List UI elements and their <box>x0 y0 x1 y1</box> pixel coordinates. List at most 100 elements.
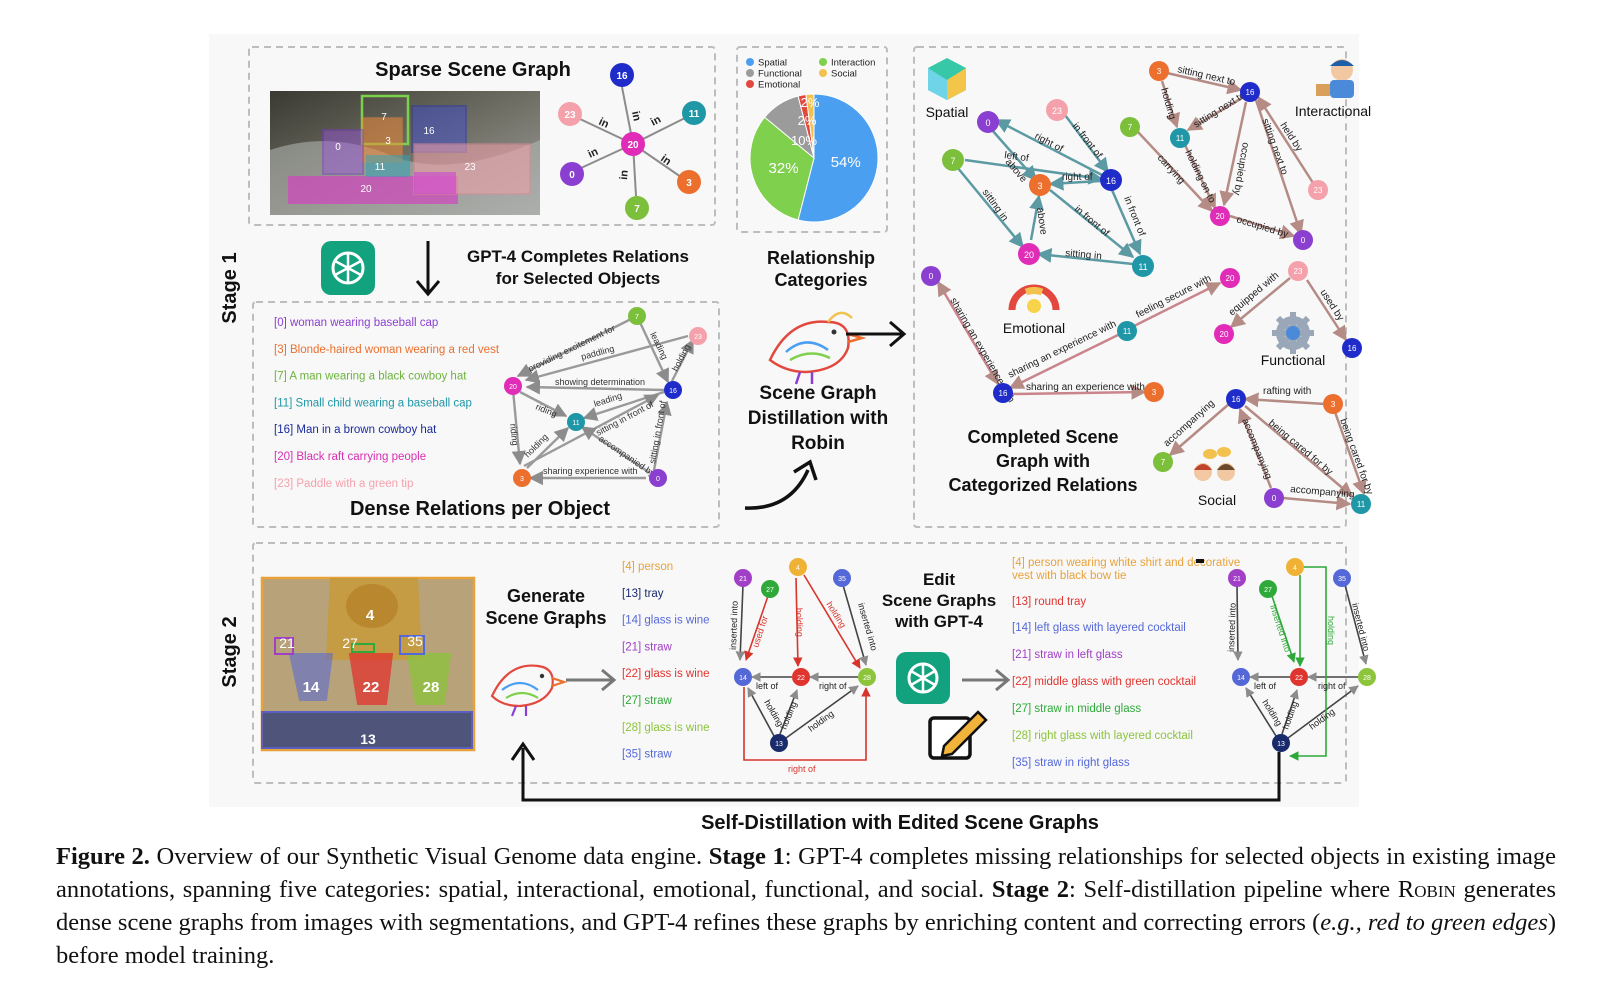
node-label: 27 <box>766 587 774 594</box>
edited-object-item: [14] left glass with layered cocktail <box>1012 622 1186 634</box>
edge-label: left of <box>1254 681 1277 691</box>
node <box>1288 261 1308 281</box>
node-label: 22 <box>1295 675 1303 682</box>
node <box>1046 99 1068 121</box>
edit-label-2: Scene Graphs <box>882 591 996 610</box>
edge-label: right of <box>1062 172 1093 183</box>
spatial-cube-icon <box>928 58 966 100</box>
node-label: 22 <box>797 675 805 682</box>
node <box>761 580 779 598</box>
node-label: 4 <box>1293 565 1297 572</box>
node-label: 23 <box>694 334 702 341</box>
robin-label-2: Distillation with <box>748 408 888 429</box>
node <box>664 381 682 399</box>
self-distill-loop-arrow <box>521 748 1281 802</box>
node <box>734 668 752 686</box>
caption-text: ) before model training. <box>56 909 1556 969</box>
node <box>1290 668 1308 686</box>
node <box>1272 734 1290 752</box>
node <box>1029 174 1051 196</box>
node <box>1149 61 1169 81</box>
dense-object-item: [0] woman wearing baseball cap <box>274 317 438 329</box>
completed-title: Completed Scene <box>967 427 1118 447</box>
edited-object-item: [13] round tray <box>1012 596 1086 608</box>
legend-swatch <box>746 80 754 88</box>
completed-title-3: Categorized Relations <box>948 475 1137 495</box>
stage2-label: Stage 2 <box>219 616 241 687</box>
completed-panel <box>913 46 1347 528</box>
figure-diagram: Stage 1 Stage 2 Sparse Scene Graph 7 3 1… <box>219 46 1376 834</box>
node <box>1264 488 1284 508</box>
node <box>1293 230 1313 250</box>
node <box>558 102 582 126</box>
generated-object-item: [4] person <box>622 561 673 573</box>
edge-label: sharing experience with <box>543 466 638 476</box>
node-label: 11 <box>1357 500 1366 509</box>
node <box>993 383 1013 403</box>
edge-label: in <box>618 169 631 180</box>
gpt-completes-label-2: for Selected Objects <box>496 269 660 288</box>
node-label: 27 <box>1264 587 1272 594</box>
category-emotional: Emotional <box>1003 320 1065 336</box>
generated-object-item: [13] tray <box>622 588 664 600</box>
node-label: 14 <box>739 675 747 682</box>
robin-label-3: Robin <box>791 433 845 454</box>
node-label: 14 <box>1237 675 1245 682</box>
node <box>1170 128 1190 148</box>
edit-label: Edit <box>923 570 955 589</box>
generate-label-2: Scene Graphs <box>485 608 606 628</box>
edited-object-item: [4] person wearing white shirt and decor… <box>1012 557 1240 582</box>
node-label: 23 <box>1052 106 1062 116</box>
sparse-panel <box>248 46 716 226</box>
node <box>792 668 810 686</box>
completed-title-2: Graph with <box>996 451 1090 471</box>
node <box>977 111 999 133</box>
node-label: 21 <box>739 576 747 583</box>
node-label: 0 <box>656 476 660 483</box>
node <box>649 469 667 487</box>
node <box>560 162 584 186</box>
edge-label: holding <box>1326 616 1336 645</box>
node-label: 23 <box>564 110 576 121</box>
robin-bird-icon <box>768 311 867 385</box>
image-label: 4 <box>366 607 375 624</box>
sparse-graph: in in in in in in 16 11 23 20 3 0 7 <box>558 63 706 220</box>
pie-value-label: 32% <box>769 160 799 177</box>
node <box>1232 668 1250 686</box>
image-label: 14 <box>303 679 320 696</box>
node-label: 20 <box>1220 330 1229 339</box>
edited-object-item: [27] straw in middle glass <box>1012 703 1141 715</box>
node-label: 3 <box>1152 388 1157 397</box>
node <box>1214 324 1234 344</box>
node <box>1342 338 1362 358</box>
generated-object-item: [27] straw <box>622 695 673 707</box>
legend-swatch <box>819 58 827 66</box>
edge-label: right of <box>819 681 847 691</box>
node-label: 7 <box>634 204 640 215</box>
edit-pencil-icon <box>928 710 988 760</box>
node-label: 11 <box>1138 262 1147 272</box>
node-label: 7 <box>950 156 955 166</box>
node-label: 7 <box>1161 458 1166 467</box>
node-label: 11 <box>572 420 579 427</box>
node <box>1144 382 1164 402</box>
node-label: 11 <box>1123 327 1132 336</box>
edge-label: inserted into <box>1226 603 1238 652</box>
node <box>1117 321 1137 341</box>
node <box>610 63 634 87</box>
robin-bird-icon <box>490 664 568 717</box>
pie-chart: 54%32%10%2%2% <box>749 93 879 223</box>
dense-title: Dense Relations per Object <box>350 498 610 520</box>
caption-text: : Self-distillation pipeline where <box>1068 876 1398 903</box>
image-label: 27 <box>342 635 358 651</box>
stage1-label: Stage 1 <box>219 252 241 323</box>
legend-swatch <box>746 58 754 66</box>
image-label: 21 <box>279 635 295 651</box>
edge-label: left of <box>756 681 779 691</box>
node-label: 7 <box>635 314 639 321</box>
node-label: 16 <box>1348 344 1357 353</box>
pie-panel <box>736 46 888 233</box>
node-label: 3 <box>686 178 692 189</box>
node-label: 16 <box>999 389 1008 398</box>
edit-label-3: with GPT-4 <box>894 612 983 631</box>
